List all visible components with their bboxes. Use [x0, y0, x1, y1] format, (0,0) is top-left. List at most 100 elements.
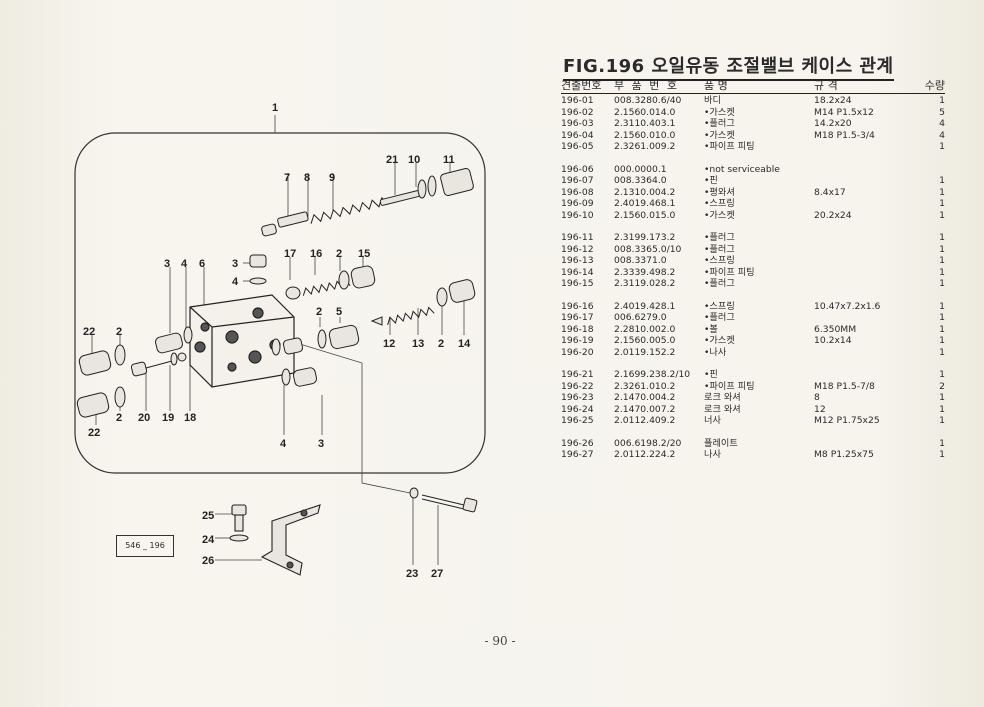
- cell-code: 006.6279.0: [614, 312, 667, 323]
- header-name: 품 명: [704, 79, 728, 92]
- cell-name: •스프링: [704, 198, 735, 209]
- group-spacer: [561, 153, 945, 164]
- cell-spec: 8.4x17: [814, 186, 846, 198]
- figure-title: FIG.196 오일유동 조절밸브 케이스 관계: [563, 52, 894, 81]
- cell-qty: 1: [939, 392, 945, 403]
- cell-part-no: 196-03: [561, 118, 594, 129]
- top-plug: [249, 254, 267, 285]
- cell-part-no: 196-19: [561, 335, 594, 346]
- cell-qty: 1: [939, 323, 945, 335]
- callout: 4: [232, 276, 239, 288]
- header-part-no: 견출번호: [561, 79, 602, 92]
- callout: 4: [280, 438, 287, 450]
- cell-code: 2.1560.014.0: [614, 106, 676, 118]
- cell-qty: 1: [939, 312, 945, 323]
- cell-name: 바디: [704, 95, 721, 106]
- cell-qty: 1: [939, 186, 945, 198]
- cell-code: 2.3110.403.1: [614, 118, 676, 129]
- callout: 20: [138, 412, 150, 424]
- cell-qty: 4: [939, 129, 945, 141]
- cell-part-no: 196-15: [561, 278, 594, 289]
- cell-code: 008.3365.0/10: [614, 243, 682, 255]
- cell-code: 2.0119.152.2: [614, 346, 676, 358]
- middle-spring-assembly: [285, 265, 376, 300]
- side-plug: [317, 324, 360, 350]
- cell-code: 2.0112.224.2: [614, 449, 676, 460]
- cell-part-no: 196-04: [561, 129, 594, 141]
- cell-code: 008.3364.0: [614, 175, 667, 186]
- callout: 23: [406, 568, 418, 580]
- cell-qty: 1: [939, 266, 945, 278]
- cell-qty: 1: [939, 175, 945, 186]
- cell-spec: [814, 369, 918, 381]
- assembly-outline: [74, 132, 486, 474]
- callout: 15: [358, 248, 370, 260]
- cell-code: 2.3261.010.2: [614, 380, 676, 392]
- cell-code: 2.4019.468.1: [614, 198, 676, 209]
- cell-part-no: 196-01: [561, 95, 594, 106]
- cell-spec: [814, 244, 918, 256]
- cell-name: 너사: [704, 415, 721, 426]
- cell-name: •가스켓: [704, 335, 735, 346]
- callout: 2: [438, 338, 444, 350]
- cell-name: 플레이트: [704, 437, 738, 449]
- cell-name: •평와셔: [704, 186, 735, 198]
- cell-spec: [814, 198, 918, 210]
- cell-code: 2.3119.028.2: [614, 278, 676, 289]
- cell-code: 2.3339.498.2: [614, 266, 676, 278]
- cell-spec: [814, 141, 918, 153]
- callout: 2: [116, 412, 122, 424]
- cell-spec: [814, 347, 918, 359]
- cell-part-no: 196-13: [561, 255, 594, 266]
- cell-qty: 1: [939, 449, 945, 460]
- cell-code: 008.3280.6/40: [614, 95, 682, 106]
- cell-part-no: 196-26: [561, 437, 594, 449]
- cell-spec: M18 P1.5-7/8: [814, 380, 875, 392]
- cell-spec: 18.2x24: [814, 95, 852, 106]
- cell-part-no: 196-09: [561, 198, 594, 209]
- callout: 9: [329, 172, 335, 184]
- cell-name: •플러그: [704, 278, 735, 289]
- cell-spec: M18 P1.5-3/4: [814, 129, 875, 141]
- cell-code: 2.1560.010.0: [614, 129, 676, 141]
- cell-qty: 1: [939, 255, 945, 266]
- cell-name: •파이프 피팅: [704, 141, 755, 152]
- callout: 17: [284, 248, 296, 260]
- lower-plugs: [271, 337, 317, 387]
- leader-lines: [91, 115, 465, 565]
- cell-code: 2.3261.009.2: [614, 141, 676, 152]
- callout: 19: [162, 412, 174, 424]
- group-spacer: [561, 427, 945, 438]
- cell-name: •가스켓: [704, 209, 735, 221]
- cell-spec: [814, 312, 918, 324]
- callout: 14: [458, 338, 471, 350]
- callout: 16: [310, 248, 322, 260]
- cell-spec: [814, 164, 918, 176]
- cell-qty: 1: [939, 209, 945, 221]
- cell-code: 2.1560.015.0: [614, 209, 676, 221]
- cell-spec: M8 P1.25x75: [814, 449, 874, 460]
- cell-code: 006.6198.2/20: [614, 437, 682, 449]
- cell-part-no: 196-11: [561, 232, 594, 243]
- cell-qty: 1: [939, 278, 945, 289]
- cell-spec: [814, 232, 918, 244]
- cell-spec: 6.350MM: [814, 323, 857, 335]
- header-code: 부 품 번 호: [614, 79, 679, 92]
- cell-code: 2.1310.004.2: [614, 186, 676, 198]
- cell-part-no: 196-25: [561, 415, 594, 426]
- cell-code: 2.3199.173.2: [614, 232, 676, 243]
- cell-name: •스프링: [704, 300, 735, 312]
